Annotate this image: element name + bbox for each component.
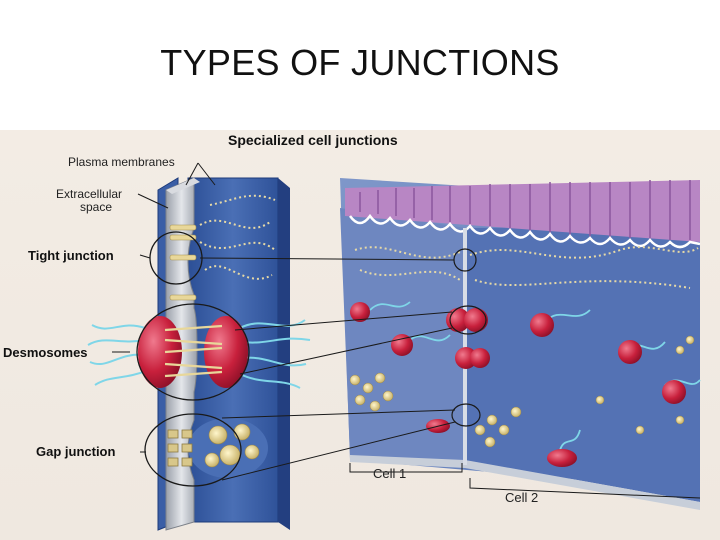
figure-heading: Specialized cell junctions: [228, 132, 398, 148]
cell-junctions-figure: Specialized cell junctions Plasma membra…: [0, 130, 720, 540]
label-tight-junction: Tight junction: [28, 248, 114, 263]
connector-lines: [199, 257, 456, 481]
label-gap-junction: Gap junction: [36, 444, 116, 459]
label-extracellular-space: space: [80, 200, 112, 214]
gap-junction-left: [144, 413, 268, 487]
label-plasma-membranes: Plasma membranes: [68, 155, 175, 169]
label-extracellular: Extracellular: [56, 187, 122, 201]
tissue-block: [340, 178, 701, 510]
desmosome-left: [87, 303, 311, 401]
label-cell-1: Cell 1: [373, 466, 406, 481]
label-leaders: [112, 162, 701, 499]
label-cell-2: Cell 2: [505, 490, 538, 505]
slide-title: TYPES OF JUNCTIONS: [160, 42, 560, 83]
label-desmosomes: Desmosomes: [3, 345, 88, 360]
